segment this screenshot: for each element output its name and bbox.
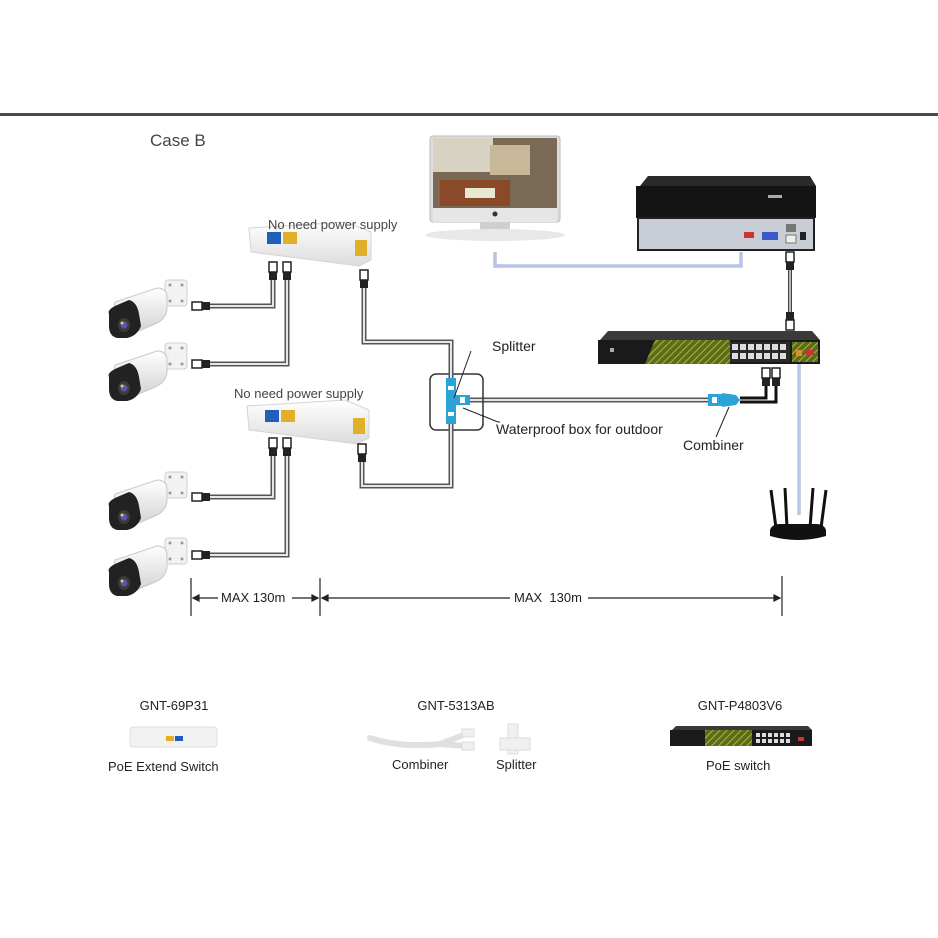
waterproof-box-label: Waterproof box for outdoor	[496, 421, 663, 437]
product-name-combiner: Combiner	[392, 757, 449, 772]
no-power-label-bottom: No need power supply	[234, 386, 364, 401]
product-image-combiner	[367, 728, 475, 751]
top-rule	[0, 113, 938, 116]
router-icon	[769, 487, 828, 540]
product-name-splitter: Splitter	[496, 757, 537, 772]
camera-icon	[108, 471, 188, 531]
distance-label-left: MAX 130m	[219, 590, 288, 605]
product-model-poe-switch: GNT-P4803V6	[697, 698, 783, 713]
combiner-label: Combiner	[683, 437, 744, 453]
product-name-extender: PoE Extend Switch	[108, 759, 219, 774]
camera-icon	[108, 342, 188, 402]
product-image-extender	[129, 726, 218, 748]
waterproof-leader	[462, 407, 500, 423]
splitter-icon	[446, 350, 470, 488]
combiner-leader	[715, 406, 730, 438]
camera-cables	[210, 280, 290, 558]
product-model-extender: GNT-69P31	[139, 698, 209, 713]
splitter-leader	[453, 350, 472, 399]
product-image-poe-switch	[670, 726, 812, 746]
waterproof-box	[429, 373, 484, 431]
splitter-label: Splitter	[492, 338, 536, 354]
poe-switch-icon	[598, 331, 820, 364]
camera-icon	[108, 537, 188, 597]
camera-icon	[108, 279, 188, 339]
distance-label-right: MAX 130m	[512, 590, 584, 605]
product-name-poe-switch: PoE switch	[706, 758, 771, 773]
case-title: Case B	[150, 131, 206, 150]
combiner-icon	[708, 393, 740, 407]
switch-combiner-cables	[740, 367, 781, 404]
video-cable	[493, 252, 743, 268]
no-power-label-top: No need power supply	[268, 217, 398, 232]
nvr-switch-cable	[785, 251, 795, 331]
extender-uplink-cables	[359, 288, 454, 489]
nvr-recorder-icon	[636, 176, 816, 251]
product-image-splitter	[499, 723, 531, 755]
distance-markers	[190, 576, 783, 616]
poe-extender-bottom	[246, 399, 370, 463]
product-model-combiner-splitter: GNT-5313AB	[417, 698, 495, 713]
monitor-icon	[425, 135, 565, 241]
